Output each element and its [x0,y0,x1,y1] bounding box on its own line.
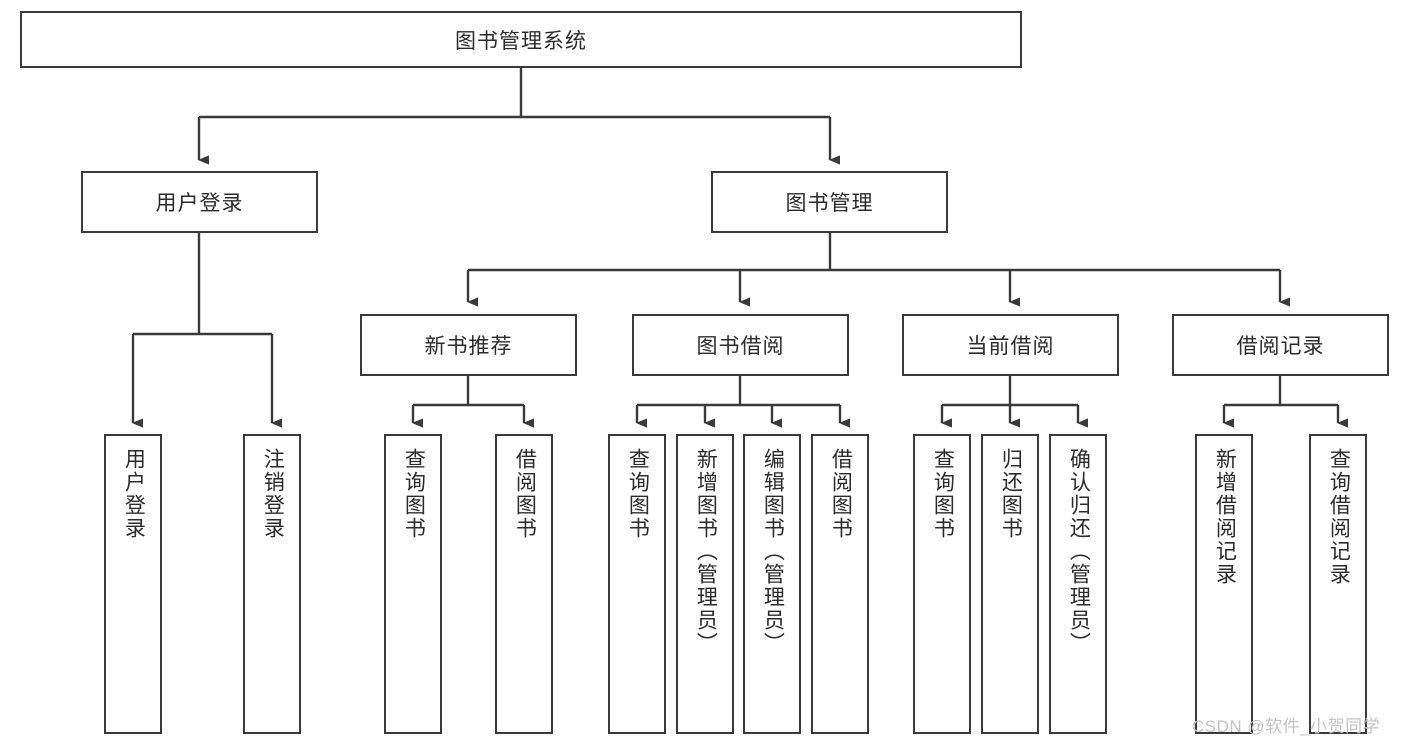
watermark: CSDN @软件_小贺同学 [1192,717,1381,736]
leaf-recommend-borrow-book[interactable]: 借阅图书 [495,434,553,734]
node-label: 查询图书 [626,448,650,540]
node-label: 借阅图书 [513,448,537,540]
node-label: 借阅图书 [829,448,853,540]
node-label: 注销登录 [261,448,285,540]
node-label: 查询图书 [931,448,955,540]
node-label: 新增借阅记录 [1213,448,1237,586]
node-label: 图书管理系统 [455,29,587,53]
node-user-login[interactable]: 用户登录 [81,171,318,233]
leaf-recommend-query-book[interactable]: 查询图书 [384,434,442,734]
leaf-current-return-book[interactable]: 归还图书 [981,434,1039,734]
node-label: 新书推荐 [424,335,513,358]
node-label: 用户登录 [122,448,146,540]
node-label: 图书借阅 [696,335,785,358]
node-label: 查询借阅记录 [1327,448,1351,586]
node-label: 借阅记录 [1236,335,1325,358]
leaf-borrow-add-book-admin[interactable]: 新增图书（管理员） [676,434,734,734]
node-label: 查询图书 [402,448,426,540]
node-label: 编辑图书（管理员） [761,448,785,655]
leaf-current-confirm-return-admin[interactable]: 确认归还（管理员） [1049,434,1107,734]
leaf-borrow-edit-book-admin[interactable]: 编辑图书（管理员） [743,434,801,734]
node-label: 新增图书（管理员） [694,448,718,655]
leaf-borrow-query-book[interactable]: 查询图书 [608,434,666,734]
node-book-borrow[interactable]: 图书借阅 [632,314,849,376]
node-borrow-record[interactable]: 借阅记录 [1172,314,1389,376]
node-root-book-management-system[interactable]: 图书管理系统 [20,11,1022,68]
leaf-borrow-borrow-book[interactable]: 借阅图书 [811,434,869,734]
node-label: 当前借阅 [966,335,1055,358]
node-label: 归还图书 [999,448,1023,540]
node-label: 图书管理 [785,192,874,215]
leaf-record-query-record[interactable]: 查询借阅记录 [1309,434,1367,734]
node-current-borrow[interactable]: 当前借阅 [902,314,1119,376]
leaf-record-add-record[interactable]: 新增借阅记录 [1195,434,1253,734]
node-label: 用户登录 [155,192,244,215]
node-label: 确认归还（管理员） [1067,448,1091,655]
leaf-user-login-login[interactable]: 用户登录 [104,434,162,734]
leaf-current-query-book[interactable]: 查询图书 [913,434,971,734]
node-book-management[interactable]: 图书管理 [711,171,948,233]
node-new-book-recommend[interactable]: 新书推荐 [360,314,577,376]
leaf-user-login-logout[interactable]: 注销登录 [243,434,301,734]
